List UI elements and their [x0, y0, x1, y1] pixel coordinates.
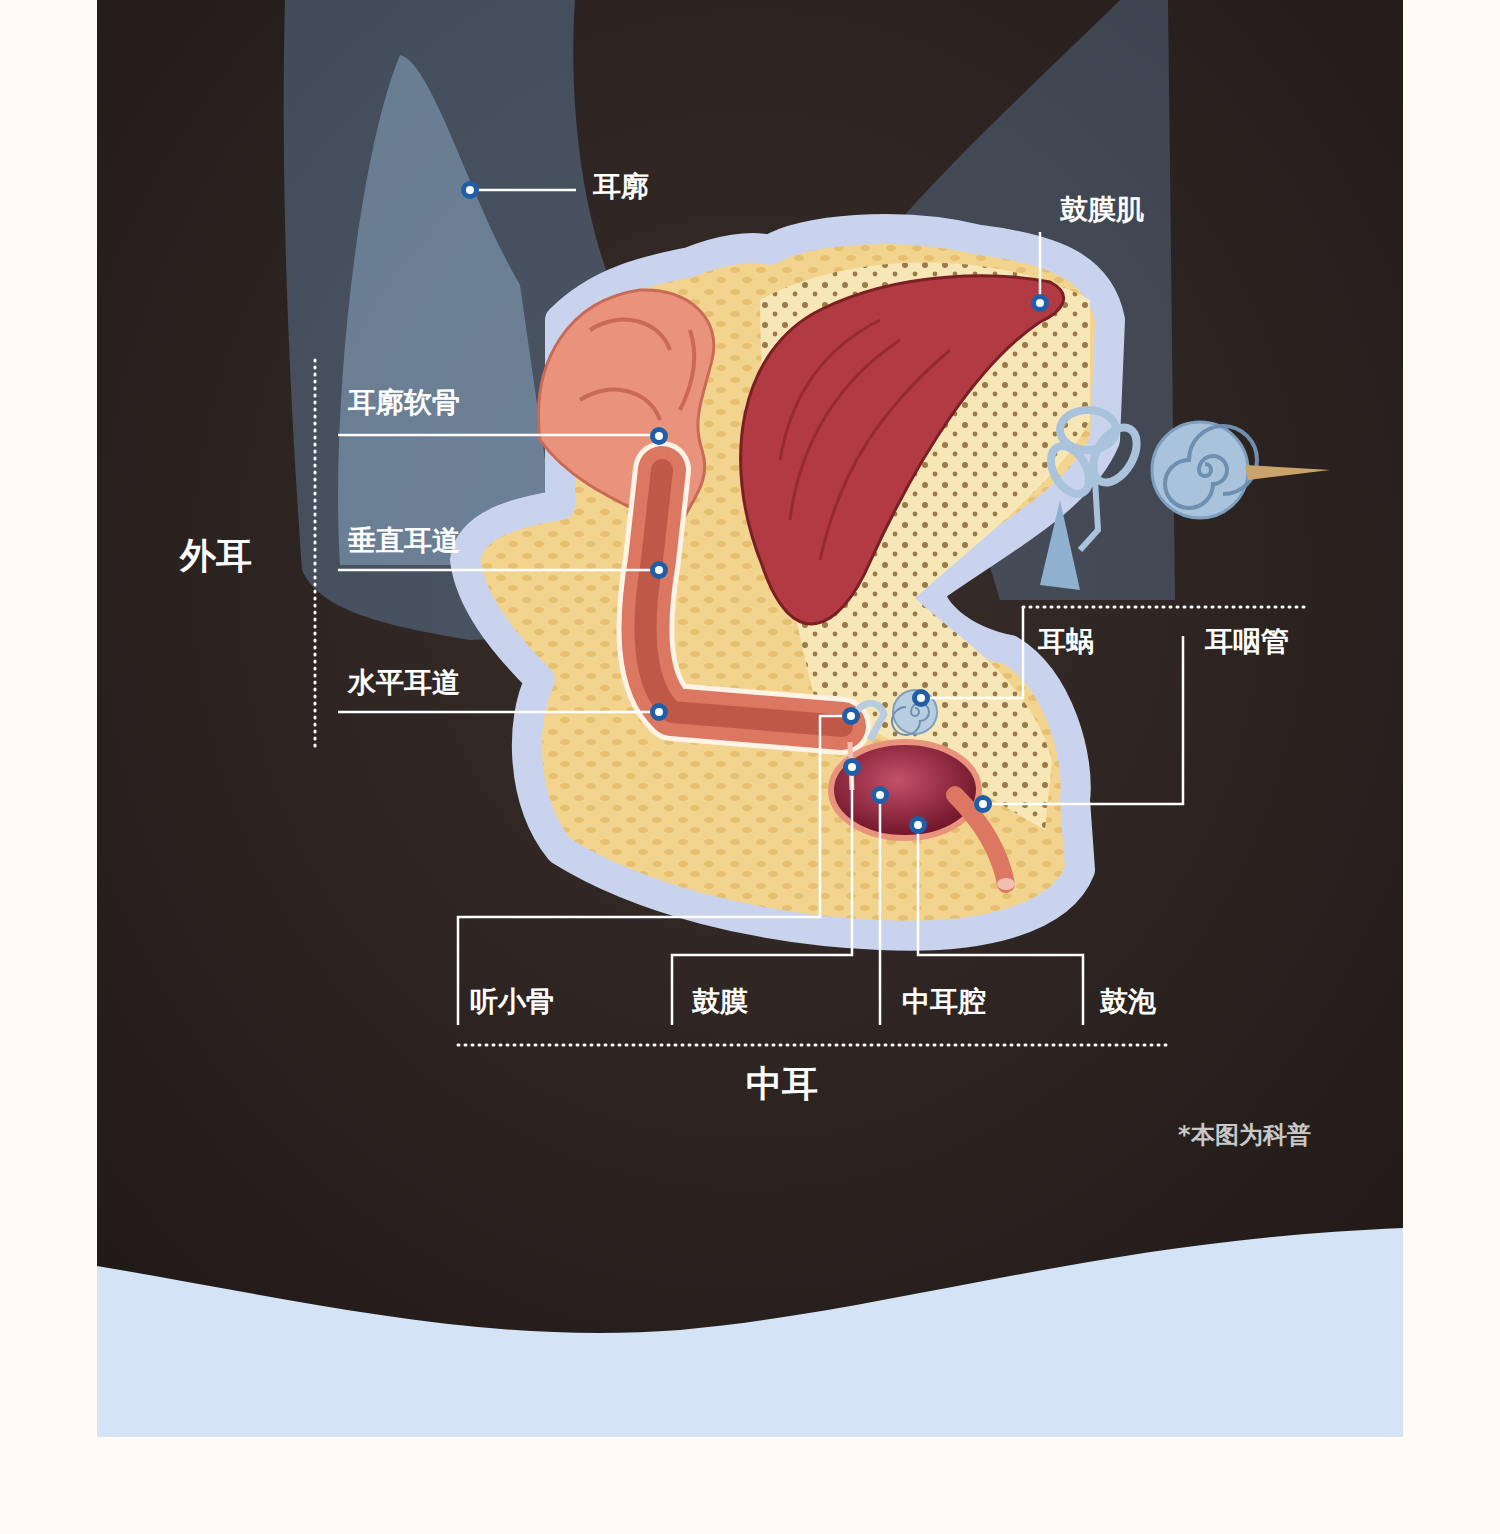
cartilage-folds: [580, 320, 694, 420]
label-dot: [912, 689, 930, 707]
label-dot: [461, 181, 479, 199]
left-ear-inner: [338, 55, 560, 565]
label-dot: [650, 561, 668, 579]
dotted-bracket: [1023, 606, 1308, 609]
inset-eardrum: [1040, 500, 1080, 590]
group-label: 中耳: [746, 1064, 818, 1104]
canal-lining: [645, 470, 842, 726]
label-dot: [650, 427, 668, 445]
leader-line: [338, 711, 659, 714]
fur-background: [97, 0, 1403, 1437]
leader-line: [921, 607, 1023, 698]
leader-lines: [338, 190, 1183, 1025]
part-label: 鼓泡: [1100, 987, 1156, 1018]
leader-line: [470, 189, 576, 192]
leader-line: [879, 795, 882, 1025]
part-label: 耳蜗: [1038, 627, 1094, 658]
leader-line: [983, 636, 1183, 804]
leader-line: [338, 569, 659, 572]
part-label: 听小骨: [470, 987, 554, 1018]
label-dot: [650, 703, 668, 721]
semicircular-canal: [1043, 439, 1097, 500]
part-label: 水平耳道: [348, 668, 460, 699]
wave-band: [97, 1228, 1403, 1437]
part-label: 鼓膜: [692, 987, 748, 1018]
note-text: *本图为科普: [1178, 1122, 1311, 1148]
group-brackets: [315, 360, 1308, 1045]
part-label: 耳廓软骨: [348, 388, 460, 419]
auditory-nerve: [1245, 465, 1330, 480]
label-dot: [843, 758, 861, 776]
inset-cochlea-spiral: [1165, 426, 1257, 508]
tube-opening: [997, 878, 1015, 890]
cochlea: [893, 690, 937, 734]
part-label: 耳咽管: [1205, 627, 1289, 658]
label-dot: [842, 707, 860, 725]
leader-line: [672, 767, 852, 1025]
inset-ossicles: [1080, 480, 1098, 550]
leader-line: [458, 716, 851, 1025]
dotted-bracket: [314, 360, 317, 748]
leader-line: [1039, 232, 1042, 303]
ear-canal-core: [645, 470, 842, 726]
label-dot: [974, 795, 992, 813]
ear-canal: [645, 470, 842, 726]
part-label: 耳廓: [593, 172, 649, 203]
muscle-texture: [780, 320, 950, 560]
group-label: 外耳: [180, 536, 252, 576]
skull-section: [465, 229, 1110, 936]
label-dots: [461, 181, 1049, 834]
part-label: 中耳腔: [902, 987, 986, 1018]
label-dot: [1031, 294, 1049, 312]
label-dot: [871, 786, 889, 804]
dotted-bracket: [458, 1044, 1172, 1047]
part-label: 鼓膜肌: [1060, 195, 1144, 226]
eustachian-tube: [955, 795, 1006, 884]
cochlea-spiral: [892, 703, 929, 735]
label-dot: [909, 816, 927, 834]
part-label: 垂直耳道: [348, 526, 460, 557]
semicircular-canal: [1084, 420, 1145, 490]
leader-line: [338, 434, 659, 437]
tensor-tympani-muscle: [741, 276, 1064, 624]
